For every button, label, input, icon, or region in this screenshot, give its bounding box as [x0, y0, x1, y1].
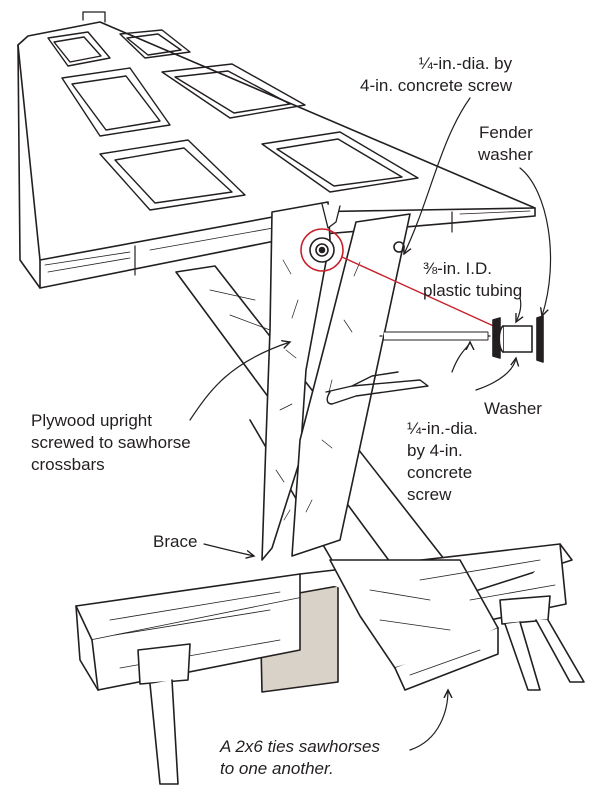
callout-fender-washer-line-1: Fender [478, 123, 533, 142]
door-panels [47, 29, 419, 211]
callout-screw-bottom-line-4: screw [407, 485, 452, 504]
callout-screw-bottom-line-1: ¼-in.-dia. [407, 419, 478, 438]
callout-plywood-upright-line-2: screwed to sawhorse [31, 433, 191, 452]
callout-fender-washer: Fender washer [478, 122, 533, 166]
callout-fender-washer-line-2: washer [478, 145, 533, 164]
plywood-uprights [261, 201, 411, 561]
callout-tie-line-1: A 2x6 ties sawhorses [220, 737, 380, 756]
callout-washer-line-1: Washer [484, 399, 542, 418]
callout-tubing-line-2: plastic tubing [423, 281, 523, 300]
detail-leader-line [341, 256, 499, 329]
callout-tubing: ⅜-in. I.D. plastic tubing [423, 258, 522, 302]
callout-screw-top-line-1: ¼-in.-dia. by [418, 54, 513, 73]
callout-plywood-upright-line-1: Plywood upright [31, 411, 152, 430]
screw-head [300, 228, 405, 272]
callout-tubing-line-1: ⅜-in. I.D. [423, 259, 492, 278]
callout-screw-top-line-2: 4-in. concrete screw [360, 76, 513, 95]
callout-washer: Washer [484, 398, 542, 420]
sawhorse-structure [75, 543, 585, 785]
callout-screw-bottom-line-3: concrete [407, 463, 473, 482]
callout-screw-bottom: ¼-in.-dia. by 4-in. concrete screw [407, 418, 478, 506]
callout-plywood-upright: Plywood upright screwed to sawhorse cros… [31, 410, 191, 476]
callout-screw-top: ¼-in.-dia. by 4-in. concrete screw [360, 53, 512, 97]
leader-lines [189, 97, 552, 751]
callout-screw-bottom-line-2: by 4-in. [407, 441, 463, 460]
hardware-exploded-view [379, 315, 544, 363]
spring-clamp [325, 371, 429, 405]
callout-brace-line-1: Brace [153, 532, 198, 551]
callout-tie: A 2x6 ties sawhorses to one another. [220, 736, 380, 780]
callout-brace: Brace [153, 531, 197, 553]
callout-tie-line-2: to one another. [220, 759, 334, 778]
callout-plywood-upright-line-3: crossbars [31, 455, 105, 474]
